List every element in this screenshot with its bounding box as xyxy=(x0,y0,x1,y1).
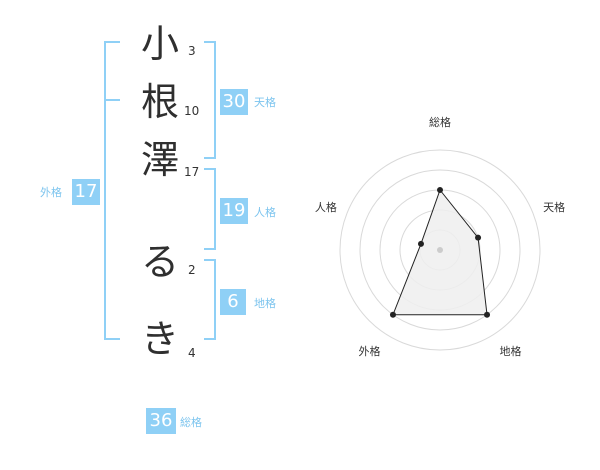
chikaku-bracket-vertical xyxy=(214,259,216,340)
radar-point-2 xyxy=(475,234,482,241)
radar-axis-label-3: 地格 xyxy=(500,344,522,358)
radar-point-4 xyxy=(389,311,396,318)
radar-point-1 xyxy=(437,187,443,193)
gaikaku-bracket-middle xyxy=(104,99,120,101)
name-char-4: る xyxy=(140,240,179,284)
soukaku-badge: 36 xyxy=(146,408,176,434)
soukaku-label: 総格 xyxy=(180,416,202,429)
radar-points xyxy=(389,187,491,318)
stroke-count-1: 3 xyxy=(188,44,196,58)
tenkaku-bracket-top xyxy=(204,41,216,43)
name-char-5: き xyxy=(140,317,179,361)
gaikaku-bracket-vertical xyxy=(104,41,106,340)
radar-center-dot xyxy=(437,247,443,253)
chikaku-bracket-top xyxy=(204,259,216,261)
name-char-2: 根 xyxy=(140,80,179,124)
gaikaku-bracket-top xyxy=(104,41,120,43)
jinkaku-badge: 19 xyxy=(220,198,248,224)
tenkaku-label: 天格 xyxy=(254,96,276,109)
gaikaku-badge: 17 xyxy=(72,179,100,205)
name-char-3: 澤 xyxy=(140,138,179,182)
tenkaku-bracket-vertical xyxy=(214,41,216,159)
stroke-count-3: 17 xyxy=(184,165,200,179)
radar-axis-label-2: 天格 xyxy=(543,200,565,214)
radar-point-3 xyxy=(484,311,491,318)
tenkaku-badge: 30 xyxy=(220,89,248,115)
name-char-1: 小 xyxy=(140,22,179,66)
chikaku-bracket-bottom xyxy=(204,338,216,340)
jinkaku-bracket-bottom xyxy=(204,248,216,250)
radar-axis-label-5: 人格 xyxy=(315,200,337,214)
jinkaku-label: 人格 xyxy=(254,206,276,219)
jinkaku-bracket-top xyxy=(204,168,216,170)
tenkaku-bracket-bottom xyxy=(204,157,216,159)
radar-axis-label-1: 総格 xyxy=(429,115,451,129)
gaikaku-label: 外格 xyxy=(40,186,62,199)
jinkaku-bracket-vertical xyxy=(214,168,216,250)
gaikaku-bracket-bottom xyxy=(104,338,120,340)
radar-point-5 xyxy=(417,240,424,247)
chikaku-label: 地格 xyxy=(254,297,276,310)
stroke-count-4: 2 xyxy=(188,263,196,277)
radar-axis-label-4: 外格 xyxy=(358,344,380,358)
stroke-count-2: 10 xyxy=(184,104,200,118)
stroke-count-5: 4 xyxy=(188,346,196,360)
chikaku-badge: 6 xyxy=(220,289,246,315)
